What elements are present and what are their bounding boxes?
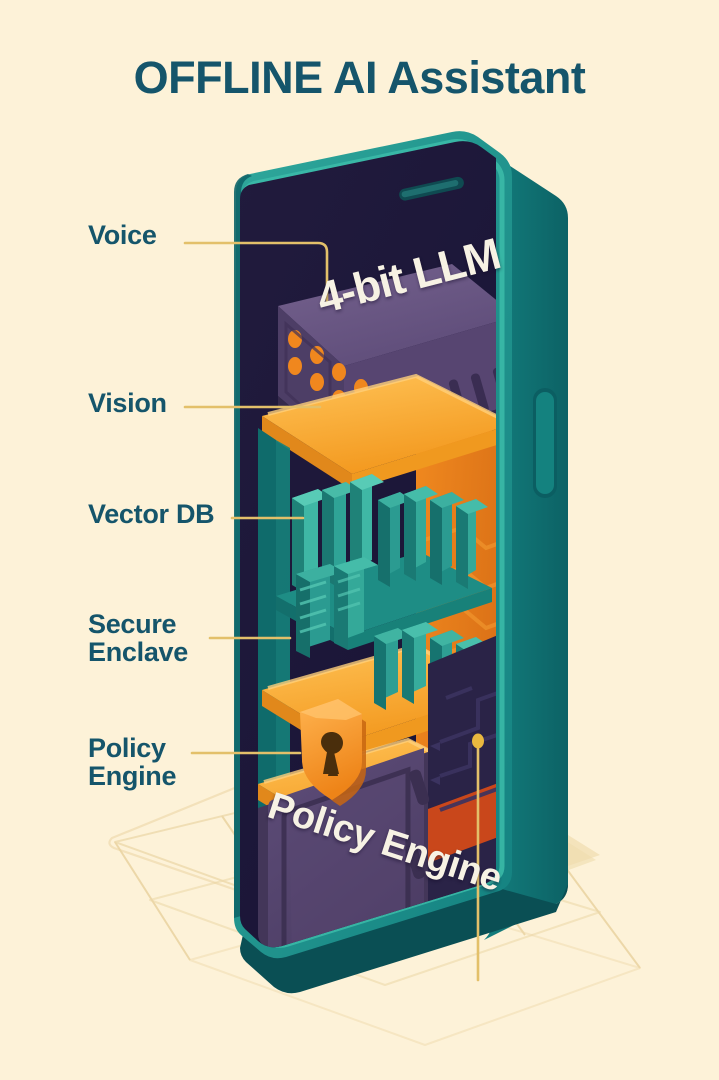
callout-label-secure-enclave[interactable]: Secure Enclave <box>88 609 188 668</box>
shelf-left-rail <box>258 428 276 870</box>
safe-hinges <box>405 769 430 879</box>
shelf-top <box>262 373 496 490</box>
connector-voice <box>183 241 329 305</box>
callout-label-vector-db[interactable]: Vector DB <box>88 499 215 529</box>
callout-label-voice[interactable]: Voice <box>88 220 157 250</box>
callout-label-vision[interactable]: Vision <box>88 388 167 418</box>
callout-label-policy-engine[interactable]: Policy Engine <box>88 733 177 792</box>
earpiece-speaker-icon <box>399 176 464 201</box>
connector-pin-dot <box>472 733 484 749</box>
db-blocks-upper <box>292 474 488 592</box>
page-title: OFFLINE AI Assistant <box>133 52 586 103</box>
shield-lock-icon <box>300 699 366 806</box>
power-button[interactable] <box>533 388 557 498</box>
callout-connectors <box>183 241 480 982</box>
